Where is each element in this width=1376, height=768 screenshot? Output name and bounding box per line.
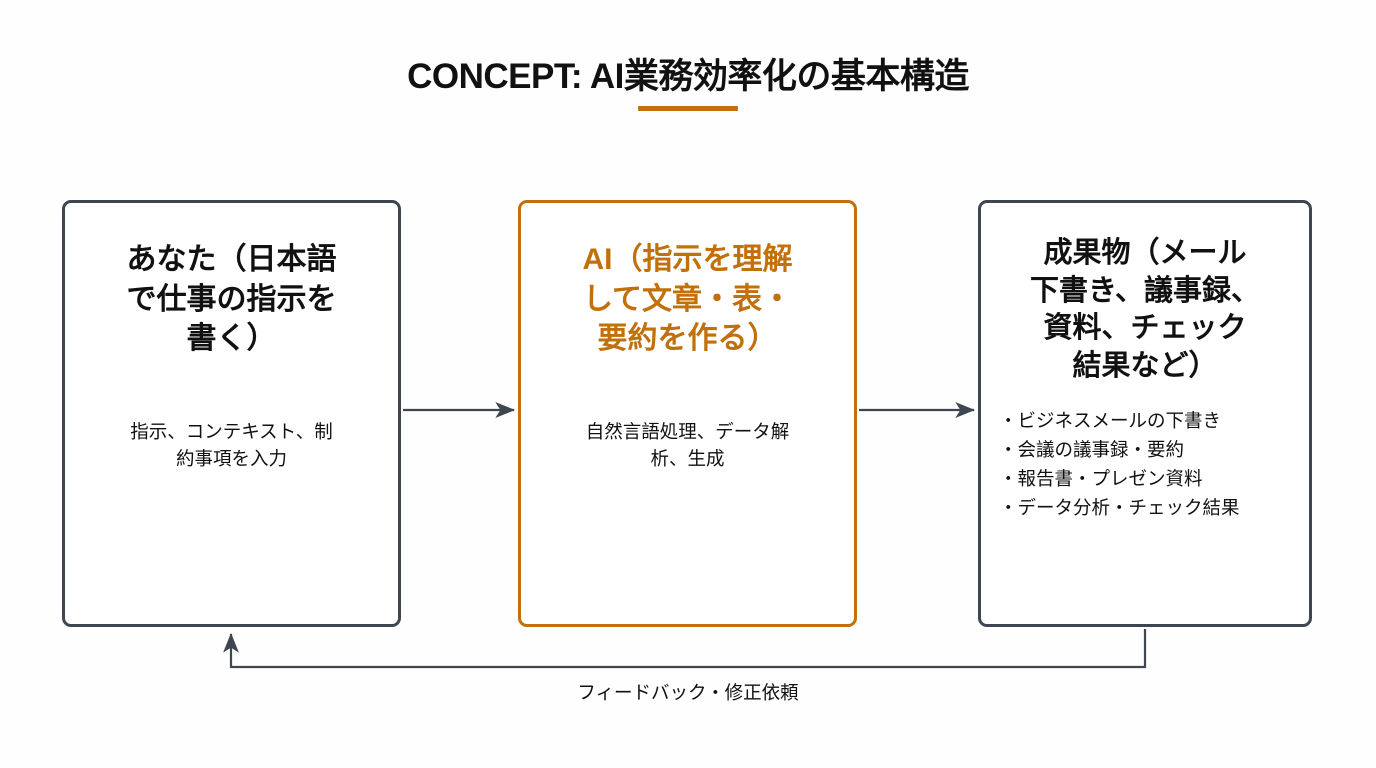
page-header: CONCEPT: AI業務効率化の基本構造 [0,57,1376,111]
list-item: ビジネスメールの下書き [987,406,1309,435]
list-item: 会議の議事録・要約 [987,435,1309,464]
node-ai-title: AI（指示を理解 して文章・表・ 要約を作る） [582,243,793,356]
title-underline-accent [638,105,738,111]
node-input-subtitle: 指示、コンテキスト、制 約事項を入力 [130,420,333,469]
node-ai-subtitle: 自然言語処理、データ解 析、生成 [585,420,790,469]
list-item: データ分析・チェック結果 [987,493,1309,522]
node-ai-box[interactable]: AI（指示を理解 して文章・表・ 要約を作る） 自然言語処理、データ解 析、生成 [518,200,857,627]
arrow-feedback-loop [223,629,1147,669]
page-title: CONCEPT: AI業務効率化の基本構造 [407,57,969,96]
node-output-box[interactable]: 成果物（メール 下書き、議事録、 資料、チェック 結果など） ビジネスメールの下… [978,200,1312,627]
node-output-title: 成果物（メール 下書き、議事録、 資料、チェック 結果など） [1030,237,1260,383]
feedback-loop-label: フィードバック・修正依頼 [577,682,799,703]
list-item: 報告書・プレゼン資料 [987,464,1309,493]
node-output-bullet-list: ビジネスメールの下書き 会議の議事録・要約 報告書・プレゼン資料 データ分析・チ… [981,406,1309,523]
node-input-title: あなた（日本語 で仕事の指示を 書く） [126,243,337,356]
node-input-box[interactable]: あなた（日本語 で仕事の指示を 書く） 指示、コンテキスト、制 約事項を入力 [62,200,401,627]
